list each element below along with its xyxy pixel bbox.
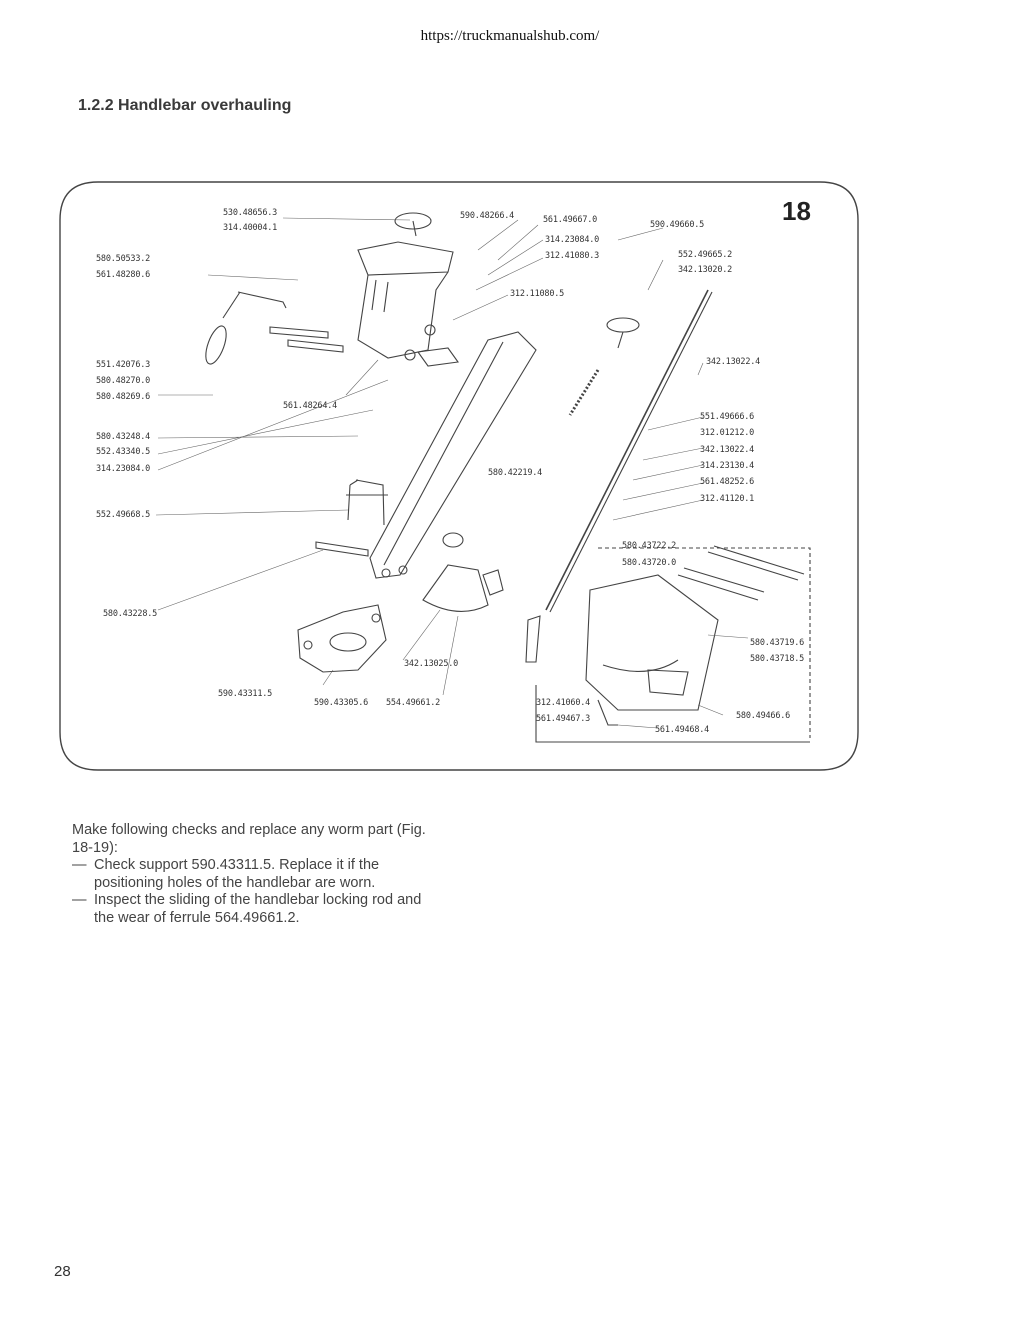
part-label: 590.49660.5: [650, 220, 705, 230]
part-label: 580.43720.0: [622, 558, 677, 568]
pin-lower: [287, 339, 344, 353]
base-support: [297, 604, 387, 673]
lower-grip: [525, 615, 541, 663]
part-label: 314.23084.0: [96, 464, 151, 474]
bracket-top-plate: [357, 241, 454, 276]
part-label: 561.49667.0: [543, 215, 598, 225]
source-url: https://truckmanualshub.com/: [420, 28, 600, 44]
part-label: 580.48270.0: [96, 376, 151, 386]
part-label: 552.49668.5: [96, 510, 151, 520]
part-label: 312.01212.0: [700, 428, 755, 438]
checks-text: Make following checks and replace any wo…: [72, 822, 442, 927]
part-label: 312.41080.3: [545, 251, 600, 261]
part-label: 590.43305.6: [314, 698, 369, 708]
part-label: 551.42076.3: [96, 360, 151, 370]
main-tube: [369, 331, 537, 579]
part-label: 561.49468.4: [655, 725, 710, 735]
fork-piece: [417, 347, 459, 367]
figure-number: 18: [782, 196, 811, 226]
part-label: 314.23084.0: [545, 235, 600, 245]
bullet-text: Check support 590.43311.5. Replace it if…: [94, 857, 380, 891]
small-bushing: [442, 532, 464, 548]
part-label: 580.43228.5: [103, 609, 158, 619]
part-label: 580.42219.4: [488, 468, 543, 478]
spring: [568, 369, 600, 416]
part-label: 561.48280.6: [96, 270, 151, 280]
crank-grip: [205, 325, 227, 365]
part-label: 342.13025.0: [404, 659, 459, 669]
part-label: 312.11080.5: [510, 289, 565, 299]
part-label: 530.48656.3: [223, 208, 278, 218]
part-label: 342.13022.4: [706, 357, 761, 367]
part-label: 580.43248.4: [96, 432, 151, 442]
part-label: 342.13020.2: [678, 265, 733, 275]
part-label: 580.50533.2: [96, 254, 151, 264]
part-label: 554.49661.2: [386, 698, 441, 708]
page-number: 28: [54, 1263, 71, 1280]
part-label: 590.43311.5: [218, 689, 273, 699]
part-label: 590.48266.4: [460, 211, 515, 221]
intro-paragraph: Make following checks and replace any wo…: [72, 822, 426, 856]
clip-bracket: [482, 569, 504, 596]
bullet-text: Inspect the sliding of the handlebar loc…: [94, 892, 422, 926]
bullet-item: — Inspect the sliding of the handlebar l…: [72, 892, 442, 927]
bullet-dash: —: [72, 857, 87, 873]
part-label: 552.49665.2: [678, 250, 733, 260]
bolt-lower: [315, 541, 369, 557]
part-label: 580.43718.5: [750, 654, 805, 664]
locking-rod: [545, 289, 709, 611]
part-label: 561.48252.6: [700, 477, 755, 487]
bullet-item: — Check support 590.43311.5. Replace it …: [72, 857, 442, 892]
tool-bag: [585, 574, 719, 711]
figure-frame: [59, 181, 859, 771]
crank-arm: [237, 291, 287, 309]
part-label: 551.49666.6: [700, 412, 755, 422]
part-label: 561.48264.4: [283, 401, 338, 411]
knob-top: [394, 212, 432, 230]
cone-ferrule: [422, 564, 489, 612]
pin-upper: [269, 326, 329, 339]
part-label: 312.41060.4: [536, 698, 591, 708]
stirrup: [347, 479, 385, 526]
spanner-2: [707, 545, 805, 581]
spanner-1: [677, 567, 765, 601]
part-label: 561.49467.3: [536, 714, 591, 724]
bracket-body: [357, 271, 449, 359]
rod-knob: [606, 317, 640, 333]
bullet-dash: —: [72, 892, 87, 908]
part-label: 314.40004.1: [223, 223, 278, 233]
section-title: 1.2.2 Handlebar overhauling: [78, 97, 292, 114]
diagram-drawing: [59, 181, 859, 771]
part-label: 342.13022.4: [700, 445, 755, 455]
part-label: 580.49466.6: [736, 711, 791, 721]
exploded-parts-diagram: 530.48656.3 314.40004.1 590.48266.4 561.…: [58, 180, 860, 772]
part-label: 552.43340.5: [96, 447, 151, 457]
part-label: 312.41120.1: [700, 494, 755, 504]
part-label: 580.48269.6: [96, 392, 151, 402]
part-label: 314.23130.4: [700, 461, 755, 471]
part-label: 580.43722.2: [622, 541, 677, 551]
part-label: 580.43719.6: [750, 638, 805, 648]
